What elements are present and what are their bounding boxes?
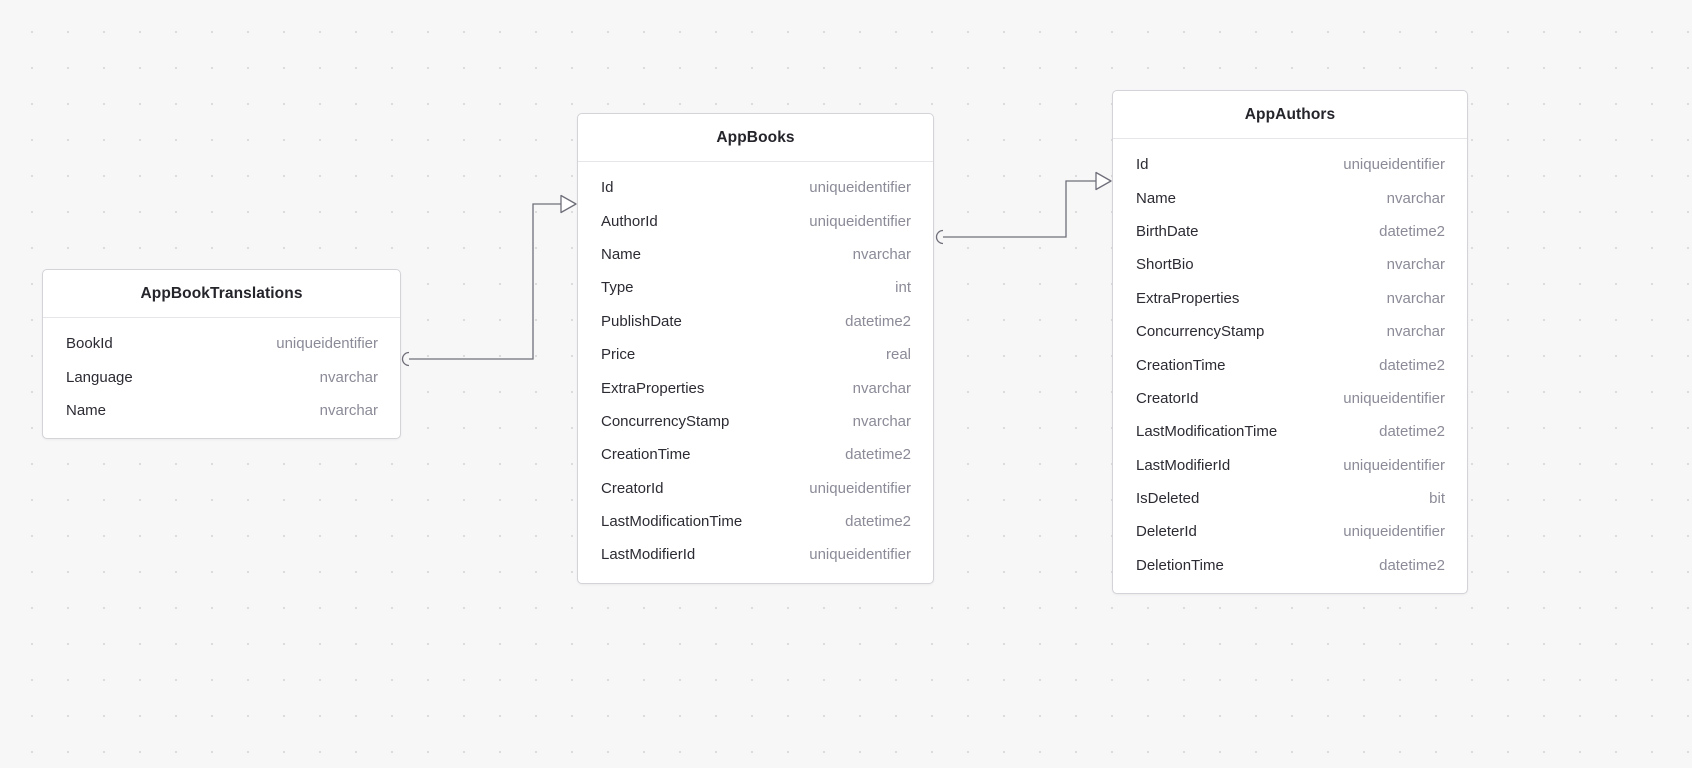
field-name: IsDeleted bbox=[1136, 490, 1200, 508]
table-row[interactable]: DeleterId uniqueidentifier bbox=[1113, 515, 1467, 548]
entity-appauthors[interactable]: AppAuthors Id uniqueidentifier Name nvar… bbox=[1112, 90, 1468, 595]
field-name: ShortBio bbox=[1136, 256, 1194, 274]
entity-fields: Id uniqueidentifier AuthorId uniqueident… bbox=[578, 162, 933, 583]
field-name: Name bbox=[1136, 189, 1177, 207]
table-row[interactable]: Id uniqueidentifier bbox=[1113, 148, 1467, 181]
field-type: nvarchar bbox=[852, 245, 911, 263]
field-name: ConcurrencyStamp bbox=[601, 412, 730, 430]
field-type: datetime2 bbox=[1379, 222, 1445, 240]
table-row[interactable]: LastModifierId uniqueidentifier bbox=[1113, 449, 1467, 482]
field-name: LastModificationTime bbox=[1136, 423, 1278, 441]
table-row[interactable]: Name nvarchar bbox=[43, 394, 400, 427]
table-row[interactable]: LastModificationTime datetime2 bbox=[578, 505, 933, 538]
entity-header: AppBookTranslations bbox=[43, 270, 400, 318]
field-type: datetime2 bbox=[845, 513, 911, 531]
entity-appbooks[interactable]: AppBooks Id uniqueidentifier AuthorId un… bbox=[577, 113, 934, 584]
field-name: CreatorId bbox=[1136, 389, 1199, 407]
field-type: nvarchar bbox=[1386, 189, 1445, 207]
entity-appbooktranslations[interactable]: AppBookTranslations BookId uniqueidentif… bbox=[42, 269, 401, 440]
connector-translations-to-books bbox=[401, 194, 577, 367]
field-name: Name bbox=[66, 401, 107, 419]
table-row[interactable]: ConcurrencyStamp nvarchar bbox=[1113, 315, 1467, 348]
table-row[interactable]: ExtraProperties nvarchar bbox=[1113, 282, 1467, 315]
field-type: bit bbox=[1429, 490, 1445, 508]
field-type: real bbox=[885, 346, 911, 364]
table-row[interactable]: ConcurrencyStamp nvarchar bbox=[578, 405, 933, 438]
connector-books-to-authors bbox=[935, 171, 1112, 245]
field-name: PublishDate bbox=[601, 312, 682, 330]
field-name: Language bbox=[66, 368, 133, 386]
table-row[interactable]: Language nvarchar bbox=[43, 360, 400, 393]
field-name: ExtraProperties bbox=[601, 379, 705, 397]
field-type: nvarchar bbox=[852, 379, 911, 397]
field-name: LastModificationTime bbox=[601, 513, 743, 531]
table-row[interactable]: Price real bbox=[578, 338, 933, 371]
field-type: datetime2 bbox=[845, 312, 911, 330]
field-type: datetime2 bbox=[1379, 423, 1445, 441]
field-type: nvarchar bbox=[1386, 289, 1445, 307]
field-name: CreatorId bbox=[601, 479, 664, 497]
field-name: Price bbox=[601, 346, 636, 364]
field-type: uniqueidentifier bbox=[809, 546, 911, 564]
field-name: DeletionTime bbox=[1136, 556, 1224, 574]
table-row[interactable]: Id uniqueidentifier bbox=[578, 171, 933, 204]
field-name: BookId bbox=[66, 335, 113, 353]
entity-title: AppBooks bbox=[716, 128, 795, 146]
field-type: uniqueidentifier bbox=[809, 212, 911, 230]
field-type: nvarchar bbox=[852, 412, 911, 430]
table-row[interactable]: LastModificationTime datetime2 bbox=[1113, 415, 1467, 448]
field-type: uniqueidentifier bbox=[1343, 156, 1445, 174]
field-type: uniqueidentifier bbox=[276, 335, 378, 353]
field-name: DeleterId bbox=[1136, 523, 1197, 541]
table-row[interactable]: IsDeleted bit bbox=[1113, 482, 1467, 515]
table-row[interactable]: Type int bbox=[578, 271, 933, 304]
field-type: nvarchar bbox=[1386, 256, 1445, 274]
field-name: LastModifierId bbox=[601, 546, 696, 564]
table-row[interactable]: ShortBio nvarchar bbox=[1113, 248, 1467, 281]
field-type: nvarchar bbox=[319, 368, 378, 386]
table-row[interactable]: CreationTime datetime2 bbox=[578, 438, 933, 471]
field-name: Id bbox=[601, 179, 614, 197]
entity-title: AppAuthors bbox=[1244, 105, 1336, 123]
entity-header: AppBooks bbox=[578, 114, 933, 162]
field-type: datetime2 bbox=[1379, 556, 1445, 574]
table-row[interactable]: Name nvarchar bbox=[1113, 181, 1467, 214]
field-name: Name bbox=[601, 245, 642, 263]
table-row[interactable]: LastModifierId uniqueidentifier bbox=[578, 538, 933, 571]
field-name: AuthorId bbox=[601, 212, 658, 230]
field-type: datetime2 bbox=[1379, 356, 1445, 374]
field-name: BirthDate bbox=[1136, 222, 1199, 240]
field-type: datetime2 bbox=[845, 446, 911, 464]
field-name: ExtraProperties bbox=[1136, 289, 1240, 307]
field-type: uniqueidentifier bbox=[1343, 389, 1445, 407]
table-row[interactable]: PublishDate datetime2 bbox=[578, 305, 933, 338]
table-row[interactable]: BirthDate datetime2 bbox=[1113, 215, 1467, 248]
table-row[interactable]: Name nvarchar bbox=[578, 238, 933, 271]
field-type: nvarchar bbox=[1386, 323, 1445, 341]
table-row[interactable]: DeletionTime datetime2 bbox=[1113, 549, 1467, 582]
field-type: uniqueidentifier bbox=[809, 479, 911, 497]
field-name: Id bbox=[1136, 156, 1149, 174]
field-type: uniqueidentifier bbox=[809, 179, 911, 197]
entity-title: AppBookTranslations bbox=[140, 284, 303, 302]
field-name: Type bbox=[601, 279, 634, 297]
entity-fields: BookId uniqueidentifier Language nvarcha… bbox=[43, 318, 400, 438]
field-name: ConcurrencyStamp bbox=[1136, 323, 1265, 341]
field-type: uniqueidentifier bbox=[1343, 456, 1445, 474]
table-row[interactable]: CreatorId uniqueidentifier bbox=[1113, 382, 1467, 415]
table-row[interactable]: AuthorId uniqueidentifier bbox=[578, 204, 933, 237]
table-row[interactable]: ExtraProperties nvarchar bbox=[578, 371, 933, 404]
field-name: CreationTime bbox=[601, 446, 691, 464]
field-type: int bbox=[895, 279, 911, 297]
field-name: LastModifierId bbox=[1136, 456, 1231, 474]
field-name: CreationTime bbox=[1136, 356, 1226, 374]
entity-header: AppAuthors bbox=[1113, 91, 1467, 139]
table-row[interactable]: CreatorId uniqueidentifier bbox=[578, 472, 933, 505]
table-row[interactable]: BookId uniqueidentifier bbox=[43, 327, 400, 360]
entity-fields: Id uniqueidentifier Name nvarchar BirthD… bbox=[1113, 139, 1467, 593]
field-type: nvarchar bbox=[319, 401, 378, 419]
field-type: uniqueidentifier bbox=[1343, 523, 1445, 541]
table-row[interactable]: CreationTime datetime2 bbox=[1113, 348, 1467, 381]
